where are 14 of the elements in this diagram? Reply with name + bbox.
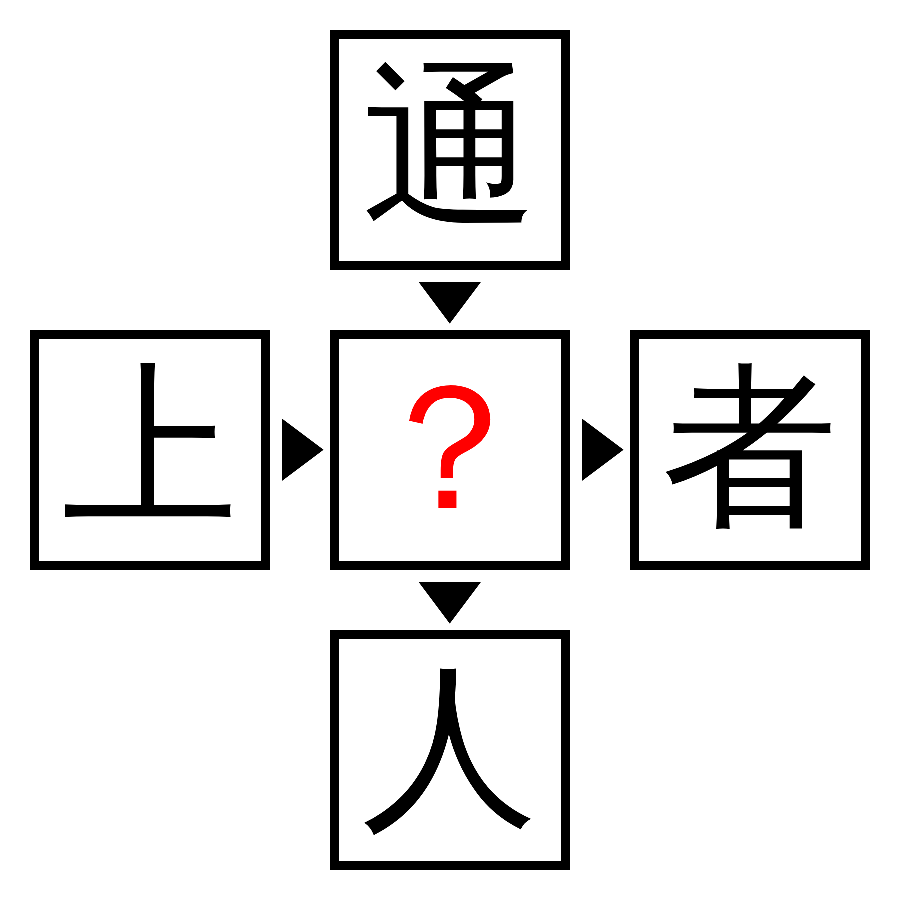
character-box [330, 30, 570, 270]
kanji-character: 者 [662, 362, 838, 538]
question-mark: ？ [362, 362, 538, 538]
arrow [419, 582, 481, 624]
character-box [30, 330, 270, 570]
kanji-character: 人 [362, 662, 538, 838]
kanji-character: 通 [362, 62, 538, 238]
character-box [330, 330, 570, 570]
arrow [582, 419, 624, 481]
character-box [330, 630, 570, 870]
arrow [282, 419, 324, 481]
kanji-character: 上 [62, 362, 238, 538]
character-box [630, 330, 870, 570]
arrow [419, 282, 481, 324]
